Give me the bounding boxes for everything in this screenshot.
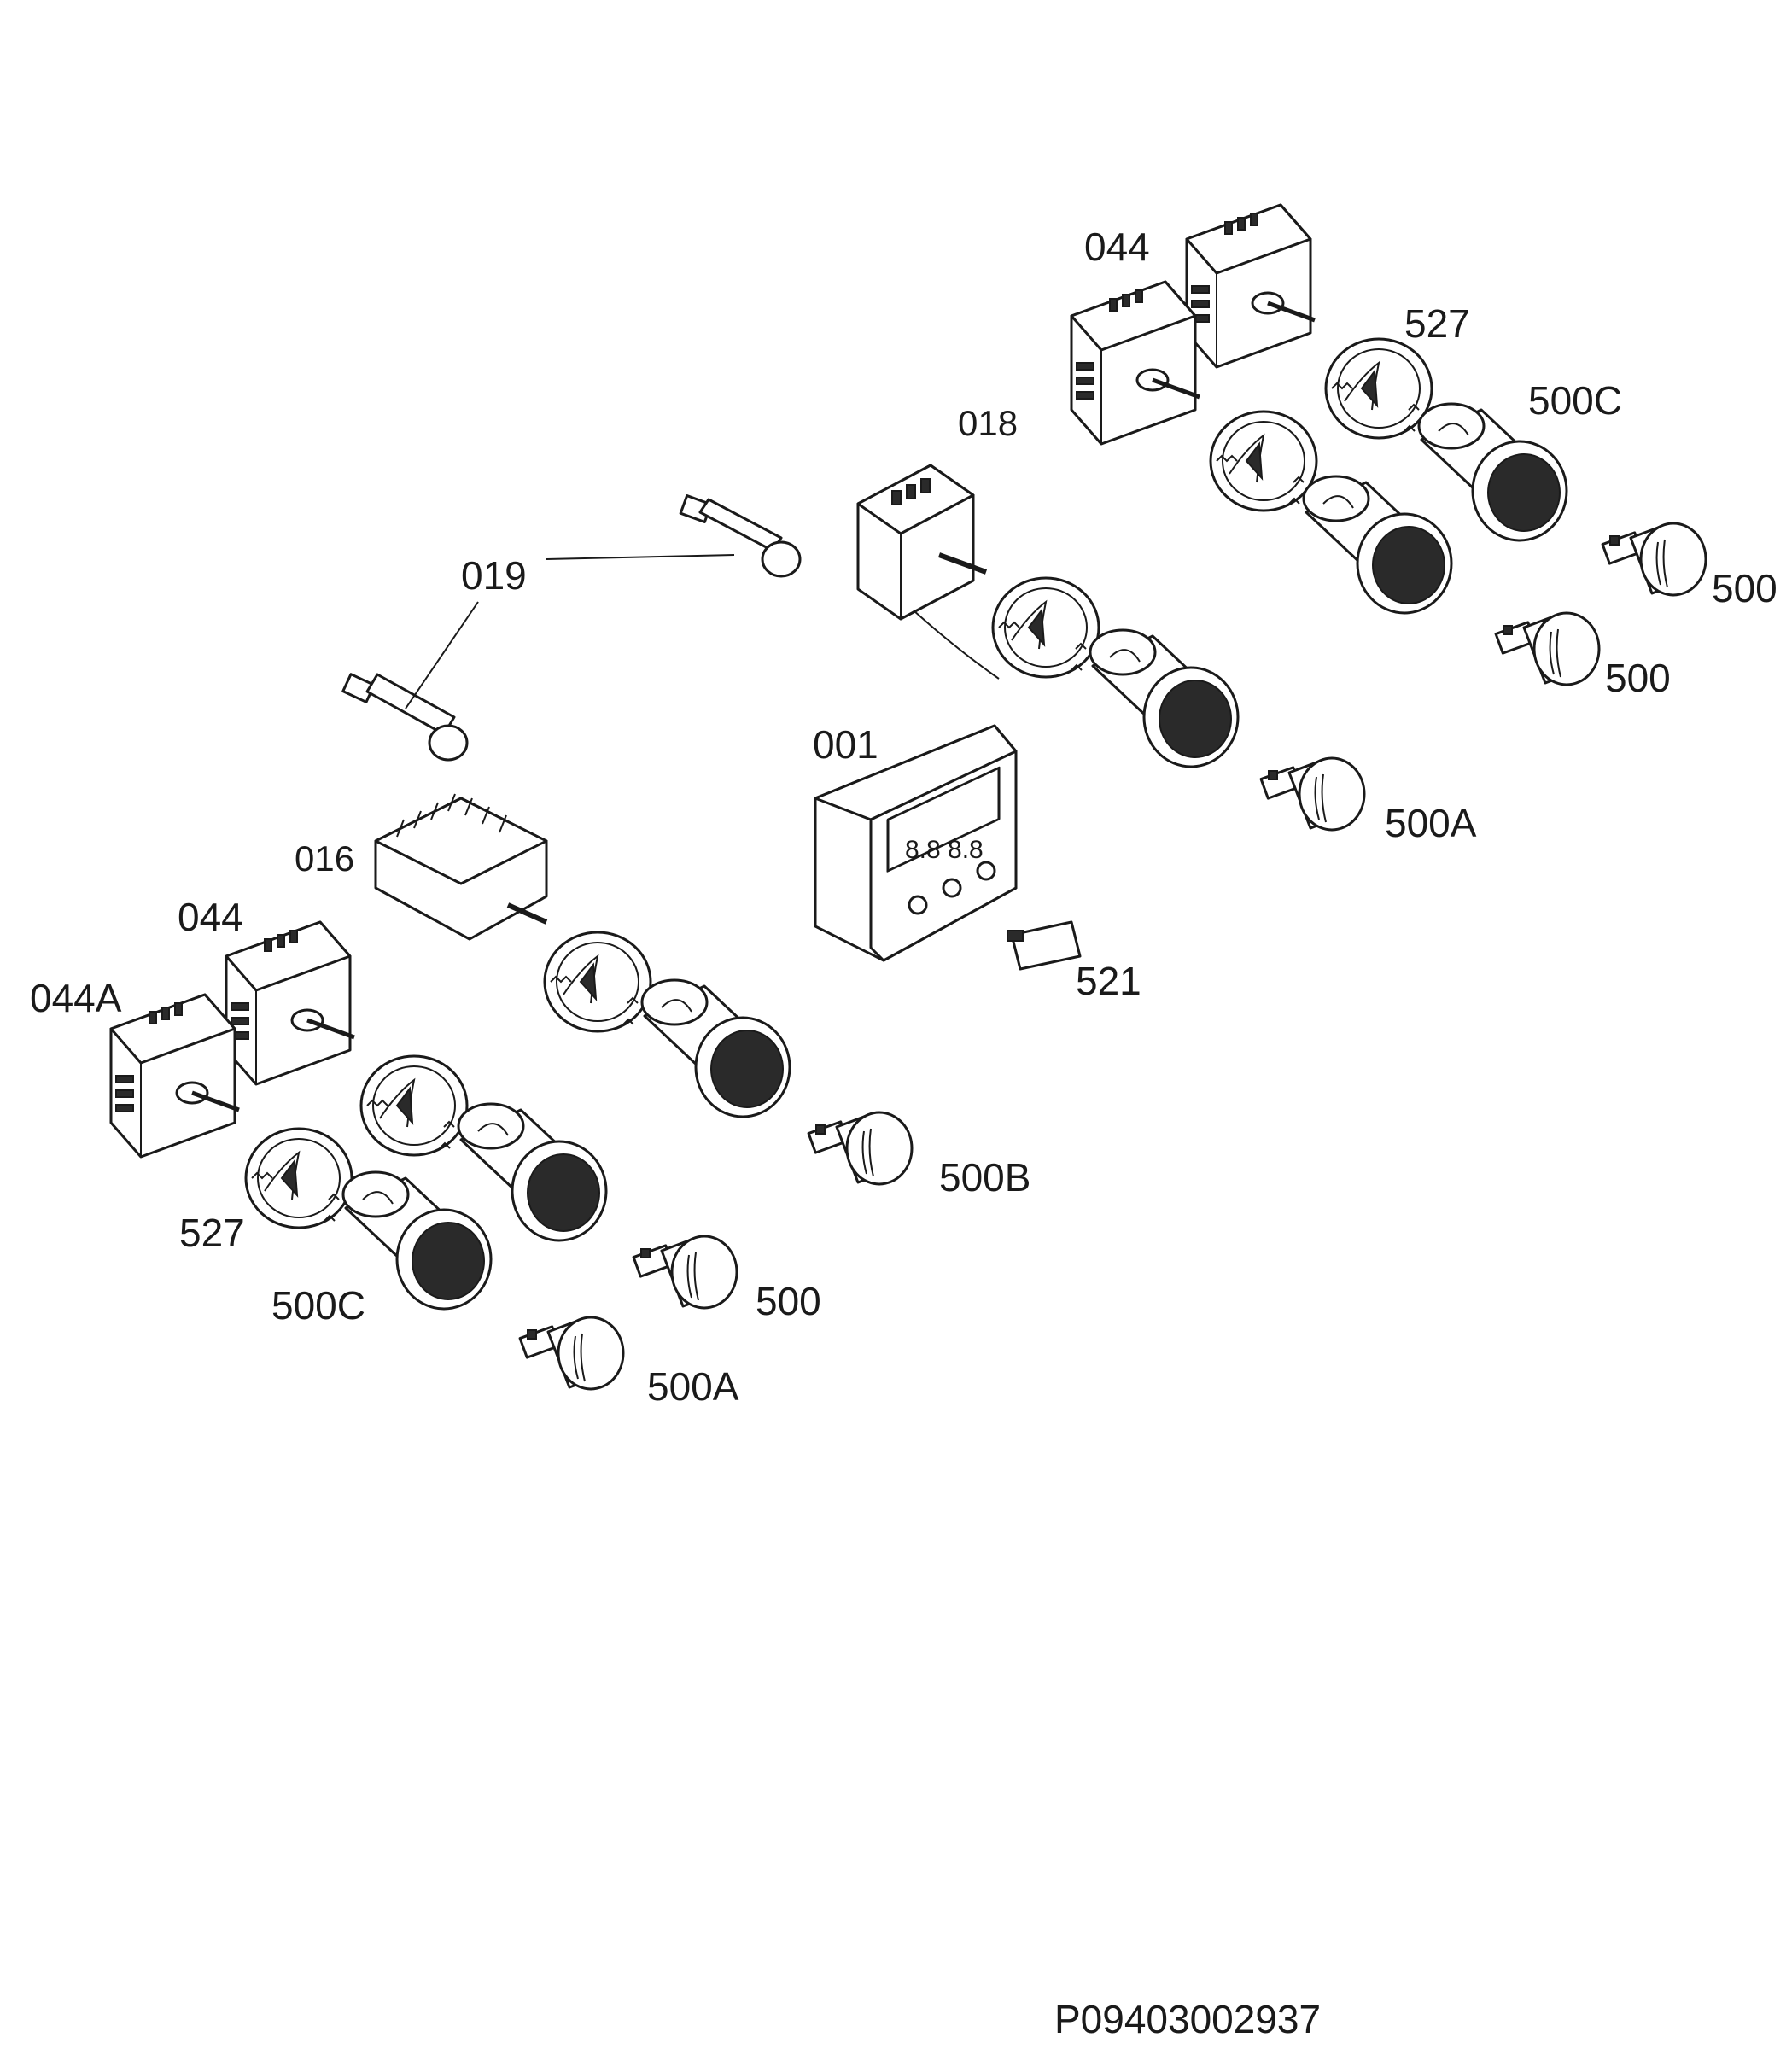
bezel-016 [640, 978, 791, 1118]
label-500A-mid: 500A [1385, 801, 1477, 845]
bezel-500C-top [1417, 402, 1568, 542]
label-500-right-2: 500 [1605, 656, 1671, 700]
label-018: 018 [958, 403, 1018, 443]
label-044-top: 044 [1084, 225, 1150, 269]
bezel-mid [1089, 628, 1240, 768]
knob-500A-low [518, 1316, 625, 1391]
label-500C-top: 500C [1528, 378, 1622, 423]
regulator-044-top-rear [1187, 205, 1315, 367]
knob-ring-mid [991, 576, 1100, 679]
knob-ring-top-2 [1209, 410, 1318, 512]
label-001: 001 [813, 722, 878, 767]
label-500-right-1: 500 [1712, 566, 1777, 610]
switch-018 [856, 464, 1000, 680]
label-016: 016 [295, 838, 354, 879]
knob-ring-left-1 [359, 1054, 469, 1157]
bezel-top-2 [1302, 475, 1453, 615]
label-500B: 500B [939, 1155, 1030, 1200]
knob-ring-016 [543, 931, 652, 1033]
knob-500-low [632, 1235, 738, 1310]
label-500-low: 500 [756, 1279, 821, 1323]
drawing-code: P09403002937 [1054, 1997, 1322, 2041]
knob-500B [807, 1111, 914, 1186]
label-500A-low: 500A [647, 1364, 739, 1409]
selector-switch-016 [374, 793, 548, 941]
clock-digits: 8.8 8.8 [905, 836, 984, 864]
knob-ring-527-left [244, 1127, 353, 1229]
knob-500A-mid [1259, 756, 1366, 832]
label-500C-left: 500C [271, 1283, 365, 1328]
indicator-lamp-019-lower [341, 673, 469, 762]
regulator-044-top-front [1071, 282, 1200, 444]
bezel-left-1 [457, 1102, 608, 1242]
leader-019-lower [405, 601, 479, 709]
label-527-left: 527 [179, 1211, 245, 1255]
label-527-top: 527 [1404, 301, 1470, 346]
knob-500-right-2 [1494, 611, 1601, 686]
regulator-044A [111, 995, 239, 1157]
knob-ring-527-top [1324, 337, 1433, 440]
label-044A: 044A [30, 976, 122, 1020]
timer-module-001: 8.8 8.8 [814, 724, 1018, 962]
clip-521 [1007, 920, 1082, 971]
regulator-044-left [226, 922, 354, 1084]
label-044-left: 044 [178, 895, 243, 939]
leader-019-upper [546, 554, 735, 560]
label-019: 019 [461, 553, 527, 598]
indicator-lamp-019-upper [679, 494, 802, 578]
label-521: 521 [1076, 959, 1141, 1003]
knob-500-right-1 [1601, 522, 1707, 597]
